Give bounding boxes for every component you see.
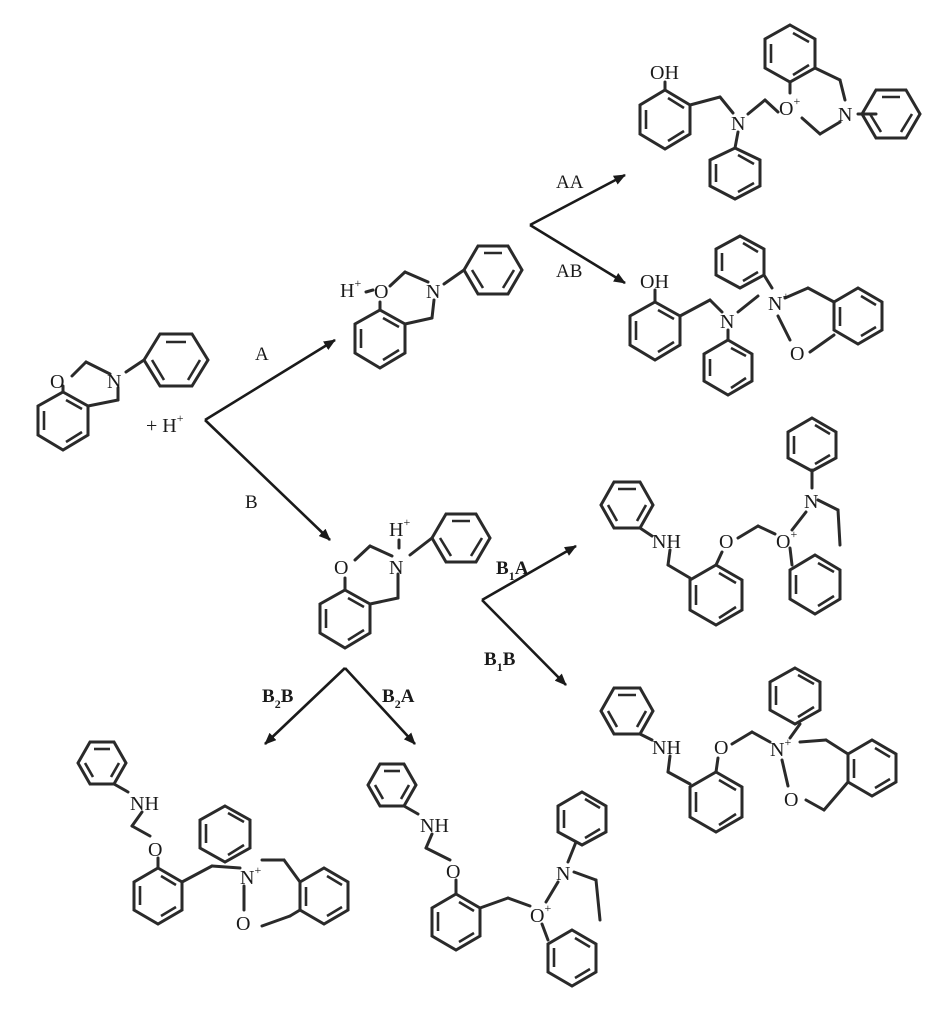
atom-h: H+: [340, 276, 361, 302]
atom-n: N: [426, 281, 440, 303]
molecule-product-b2b: NH O N+ O: [76, 740, 350, 935]
atom-h: H+: [389, 515, 410, 541]
molecule-product-b1b: NH O N+ O: [599, 666, 898, 834]
arrow-path-b: [204, 419, 331, 541]
atom-n: N: [389, 557, 403, 579]
arrow-path-ab: [529, 223, 626, 285]
label-path-a: A: [255, 344, 269, 365]
label-path-b1b: B1B: [484, 649, 516, 674]
reaction-arrows: [204, 173, 626, 745]
atom-nh: NH: [652, 737, 681, 759]
atom-o: O: [446, 861, 460, 883]
atom-o: O: [714, 737, 728, 759]
molecule-o-protonated: H+ O N: [340, 244, 524, 370]
label-path-b2a: B2A: [382, 686, 415, 711]
atom-n-plus: N+: [770, 735, 791, 761]
atom-n: N: [731, 113, 745, 135]
atom-o: O: [790, 343, 804, 365]
atom-n-plus: N+: [240, 863, 261, 889]
label-path-b2b: B2B: [262, 686, 294, 711]
atom-nh: NH: [130, 793, 159, 815]
molecule-n-protonated: H+ O N: [318, 512, 492, 650]
arrow-path-b2b: [264, 667, 346, 745]
molecule-benzoxazine-monomer: O N: [36, 332, 210, 452]
molecule-product-aa: OH N O+ N: [638, 23, 922, 201]
atom-oh: OH: [640, 271, 669, 293]
label-path-aa: AA: [556, 172, 584, 193]
atom-n: N: [556, 863, 570, 885]
atom-n: N: [107, 371, 121, 393]
atom-n: N: [720, 311, 734, 333]
label-path-ab: AB: [556, 261, 582, 282]
atom-o-plus: O+: [530, 901, 551, 927]
molecule-product-ab: OH N N+ O: [628, 234, 884, 397]
molecule-product-b2a: NH O O+ N: [366, 762, 608, 988]
molecule-product-b1a: NH O O+ N: [599, 416, 842, 627]
atom-n: N: [804, 491, 818, 513]
arrow-path-b1a: [481, 544, 577, 602]
label-path-b: B: [245, 492, 258, 513]
label-path-b1a: B1A: [496, 558, 529, 583]
atom-o: O: [719, 531, 733, 553]
atom-o: O: [50, 371, 64, 393]
atom-oh: OH: [650, 62, 679, 84]
atom-n-plus: N+: [768, 289, 789, 315]
arrow-path-b2a: [344, 667, 416, 745]
atom-o-plus: O+: [779, 94, 800, 120]
atom-o: O: [148, 839, 162, 861]
atom-n: N: [838, 104, 852, 126]
arrow-path-b1b: [481, 599, 567, 686]
atom-o: O: [374, 281, 388, 303]
arrow-path-a: [204, 338, 336, 422]
atom-o: O: [236, 913, 250, 935]
proton-reagent: + H+: [146, 411, 184, 437]
arrow-path-aa: [529, 173, 626, 227]
path-labels: A B AA AB B1A B1B B2B B2A: [245, 172, 584, 711]
atom-o: O: [784, 789, 798, 811]
atom-o-plus: O+: [776, 527, 797, 553]
atom-nh: NH: [420, 815, 449, 837]
atom-o: O: [334, 557, 348, 579]
atom-nh: NH: [652, 531, 681, 553]
